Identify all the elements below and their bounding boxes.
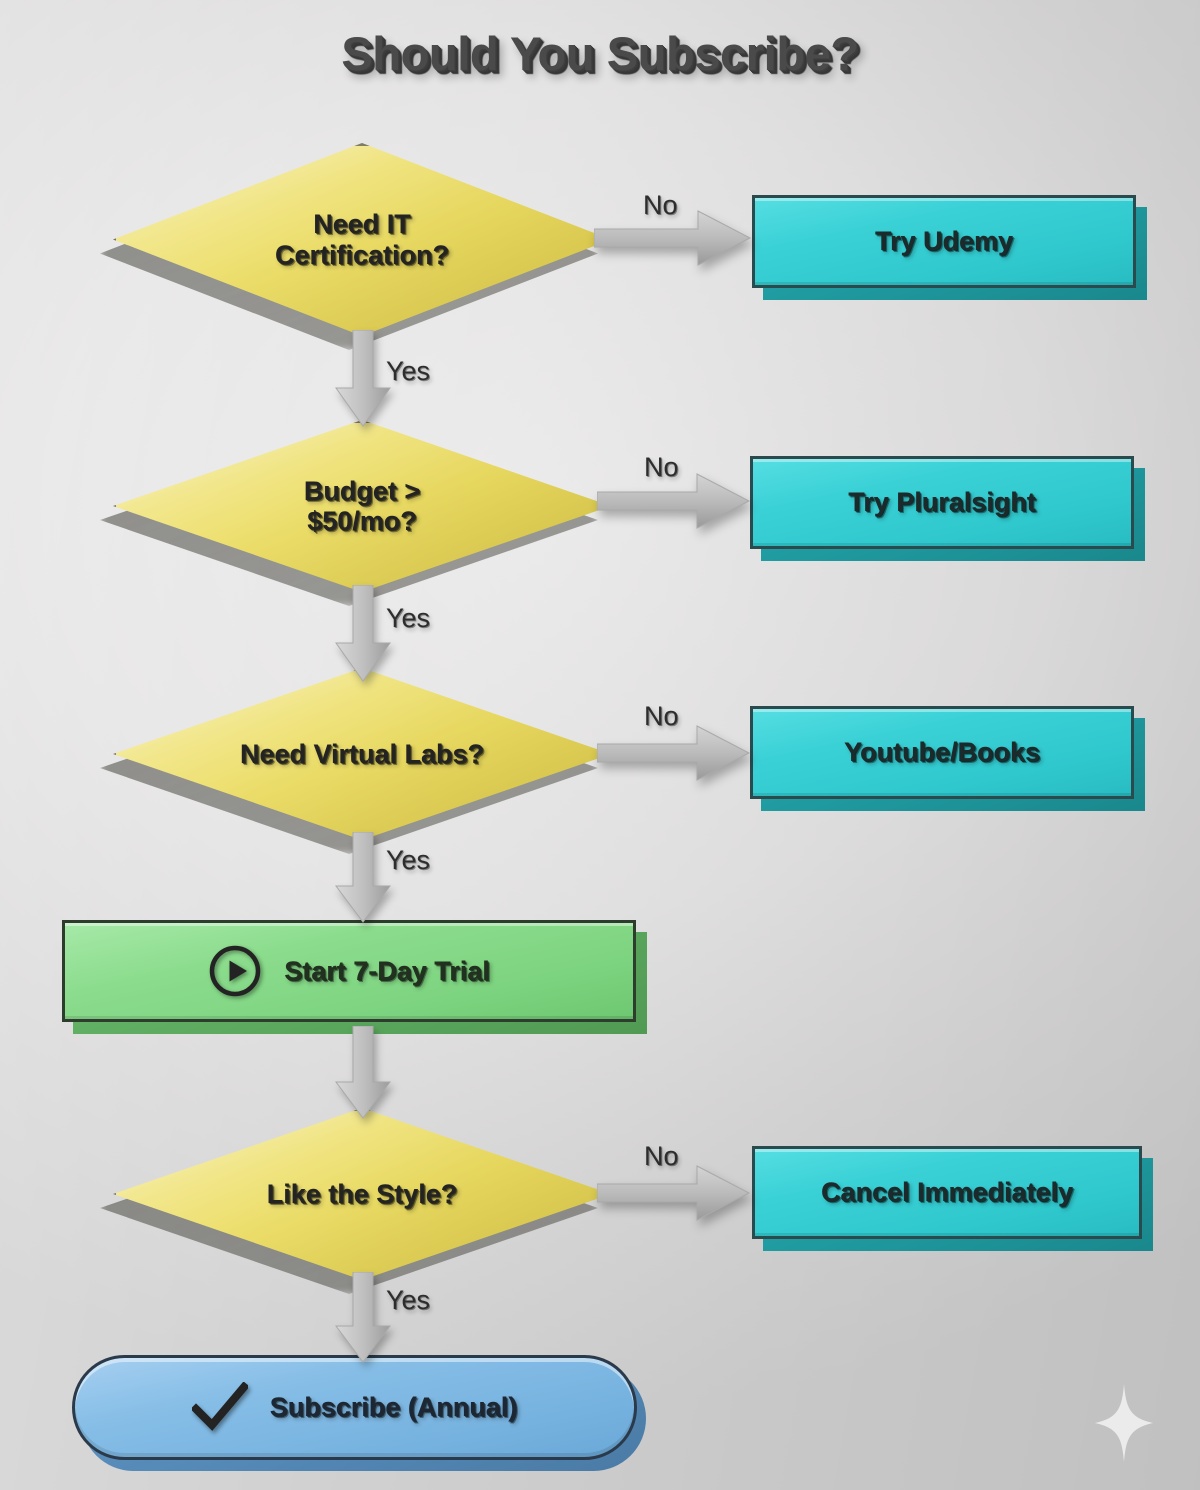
connector-arrow-trial-to-style <box>335 1026 391 1119</box>
box-face <box>72 1355 637 1460</box>
node-label: Start 7-Day Trial <box>284 955 490 986</box>
edge-label-no-1: No <box>643 190 678 220</box>
connector-arrow-yes-4 <box>335 1272 391 1363</box>
edge-label-no-2: No <box>644 452 679 482</box>
connector-arrow-no-1 <box>594 210 752 266</box>
connector-arrow-yes-3 <box>335 832 391 923</box>
edge-label-yes-1: Yes <box>386 356 431 386</box>
box-face <box>752 195 1136 288</box>
node-label: Budget > $50/mo? <box>303 475 421 537</box>
decision-node-like-the-style[interactable]: Like the Style? <box>100 1108 611 1294</box>
edge-label-no-3: No <box>644 701 679 731</box>
outcome-node-youtube-books[interactable]: Youtube/Books <box>750 706 1150 818</box>
connector-arrow-no-4 <box>597 1165 751 1221</box>
outcome-node-cancel-immediately[interactable]: Cancel Immediately <box>752 1146 1158 1258</box>
node-label: Cancel Immediately <box>820 1177 1074 1208</box>
node-label: Like the Style? <box>266 1178 458 1209</box>
edge-label-no-4: No <box>644 1141 679 1171</box>
edge-label-yes-2: Yes <box>386 603 431 633</box>
decision-node-need-it-certification[interactable]: Need IT Certification? <box>100 143 611 350</box>
box-face <box>750 456 1134 549</box>
connector-arrow-yes-2 <box>335 585 391 682</box>
sparkle-icon <box>1095 1384 1153 1462</box>
play-circle-icon <box>209 945 261 997</box>
check-icon <box>191 1381 248 1431</box>
terminal-node-subscribe-annual[interactable]: Subscribe (Annual) <box>72 1355 653 1479</box>
box-face <box>62 920 636 1022</box>
outcome-node-try-pluralsight[interactable]: Try Pluralsight <box>750 456 1150 568</box>
node-label: Need IT Certification? <box>274 209 449 270</box>
node-label: Subscribe (Annual) <box>269 1392 518 1423</box>
connector-arrow-yes-1 <box>335 330 391 427</box>
box-face <box>752 1146 1142 1239</box>
node-label: Youtube/Books <box>843 737 1040 768</box>
page-title: Should You Subscribe? <box>341 27 859 80</box>
edge-label-yes-4: Yes <box>386 1285 431 1315</box>
node-label: Try Udemy <box>874 226 1014 257</box>
decision-node-budget[interactable]: Budget > $50/mo? <box>100 420 611 606</box>
terminal-node-content: Subscribe (Annual) <box>191 1381 518 1434</box>
node-label: Need Virtual Labs? <box>239 738 485 769</box>
action-node-start-trial[interactable]: Start 7-Day Trial <box>62 920 652 1041</box>
node-label: Try Pluralsight <box>848 487 1036 518</box>
connector-arrow-no-3 <box>597 725 751 781</box>
connector-arrow-no-2 <box>597 473 751 529</box>
decision-node-need-virtual-labs[interactable]: Need Virtual Labs? <box>100 668 611 854</box>
action-node-content: Start 7-Day Trial <box>208 944 490 998</box>
edge-label-yes-3: Yes <box>386 845 431 875</box>
outcome-node-try-udemy[interactable]: Try Udemy <box>752 195 1152 307</box>
box-face <box>750 706 1134 799</box>
